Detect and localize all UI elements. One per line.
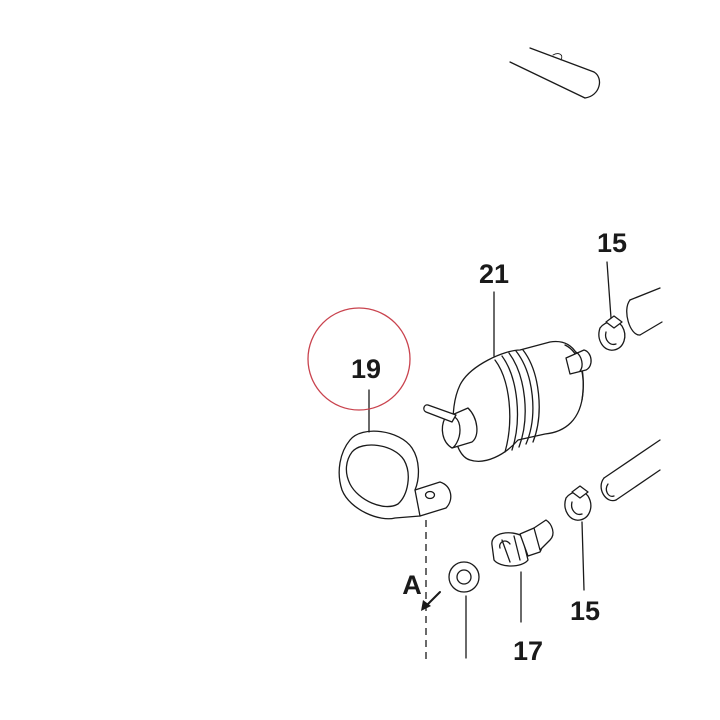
view-arrow-icon (421, 591, 441, 611)
label-part-17: 17 (513, 636, 543, 666)
hose-fitting (491, 519, 554, 567)
washer (448, 561, 480, 593)
label-part-15-bottom: 15 (570, 596, 600, 626)
pipe-end-top (509, 47, 601, 99)
label-part-15-top: 15 (597, 228, 627, 258)
leader-15-top (606, 261, 612, 319)
leader-lines (368, 261, 612, 660)
label-part-19: 19 (351, 354, 381, 384)
leader-15-bottom (581, 521, 585, 591)
highlight-circle (307, 307, 411, 411)
fuel-filter (423, 340, 592, 462)
hose-upper (626, 287, 663, 336)
label-view-a: A (402, 570, 422, 600)
hose-clamp-top (598, 315, 626, 351)
label-part-21: 21 (479, 259, 509, 289)
bracket-clamp (338, 430, 452, 520)
hose-clamp-bottom (564, 485, 592, 521)
hose-lower (600, 439, 661, 502)
